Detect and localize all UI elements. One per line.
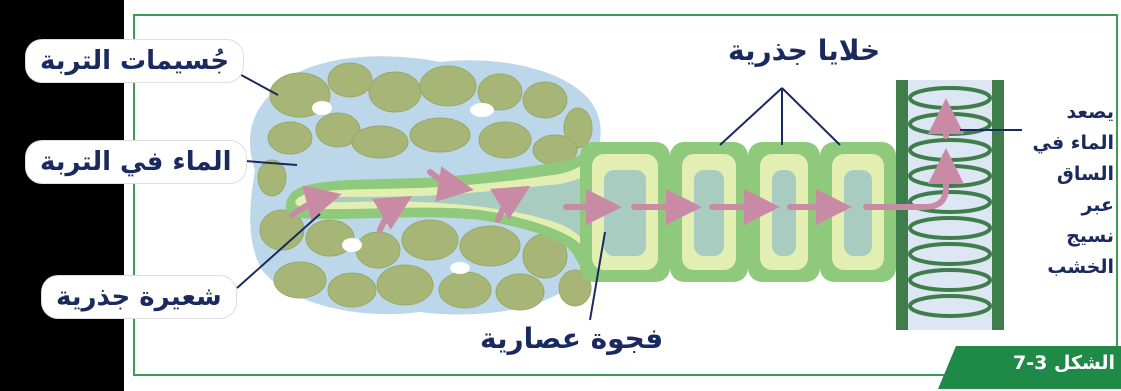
- label-vacuole: فجوة عصارية: [480, 322, 663, 355]
- figure-tag: الشكل 3-7: [990, 352, 1115, 374]
- root-cells: [580, 142, 896, 282]
- xylem-label: يصعد الماء في الساق عبر نسيج الخشب: [1026, 97, 1114, 283]
- label-root-hair: شعيرة جذرية: [42, 276, 236, 318]
- xylem-label-line: نسيج: [1026, 221, 1114, 252]
- label-root-cells: خلايا جذرية: [728, 34, 880, 67]
- xylem-label-line: الخشب: [1026, 252, 1114, 283]
- label-soil-particles: جُسيمات التربة: [26, 40, 243, 82]
- xylem-label-line: الساق: [1026, 159, 1114, 190]
- xylem-label-line: يصعد: [1026, 97, 1114, 128]
- label-soil-water: الماء في التربة: [26, 141, 246, 183]
- xylem-label-line: الماء في: [1026, 128, 1114, 159]
- xylem-label-line: عبر: [1026, 190, 1114, 221]
